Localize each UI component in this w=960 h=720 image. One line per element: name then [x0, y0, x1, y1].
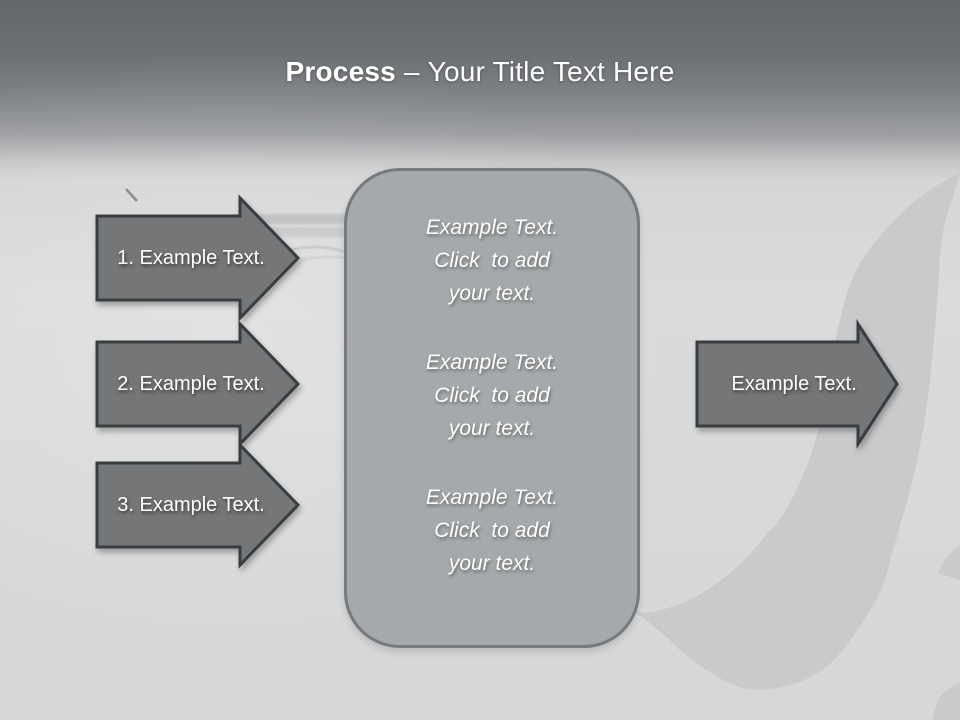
panel-text-line: Example Text.	[425, 216, 559, 239]
panel-text-line: your text.	[448, 282, 536, 305]
title-text: Your Title Text Here	[427, 56, 675, 87]
center-panel[interactable]: Example Text. Click to add your text. Ex…	[344, 168, 640, 648]
slide-title[interactable]: Process–Your Title Text Here	[0, 56, 960, 88]
panel-text-line: Example Text.	[425, 351, 559, 374]
person-silhouette-corner	[932, 683, 960, 720]
panel-paragraph-1[interactable]: Example Text. Click to add your text.	[347, 211, 637, 310]
photo-smudge	[125, 188, 346, 261]
process-arrow-2-shape[interactable]	[95, 320, 301, 448]
result-arrow-shape[interactable]	[695, 318, 899, 450]
panel-text-line: Example Text.	[425, 486, 559, 509]
panel-paragraph-2[interactable]: Example Text. Click to add your text.	[347, 346, 637, 445]
process-arrow-1-shape[interactable]	[95, 194, 301, 322]
panel-text-line: Click to add	[434, 519, 550, 542]
title-keyword: Process	[285, 56, 396, 87]
panel-text-line: your text.	[448, 552, 536, 575]
pen-mark	[125, 188, 138, 202]
panel-paragraph-3[interactable]: Example Text. Click to add your text.	[347, 481, 637, 580]
process-arrow-3-label[interactable]: 3. Example Text.	[117, 494, 265, 516]
panel-text-line: Click to add	[434, 249, 550, 272]
result-arrow-label[interactable]: Example Text.	[731, 373, 857, 395]
person-silhouette-edge	[938, 545, 960, 580]
process-arrow-3-shape[interactable]	[95, 441, 301, 569]
panel-text-line: your text.	[448, 417, 536, 440]
panel-text-line: Click to add	[434, 384, 550, 407]
title-dash: –	[403, 56, 420, 87]
process-arrow-2-label[interactable]: 2. Example Text.	[117, 373, 265, 395]
person-silhouette	[628, 172, 960, 690]
process-arrow-1-label[interactable]: 1. Example Text.	[117, 247, 265, 269]
